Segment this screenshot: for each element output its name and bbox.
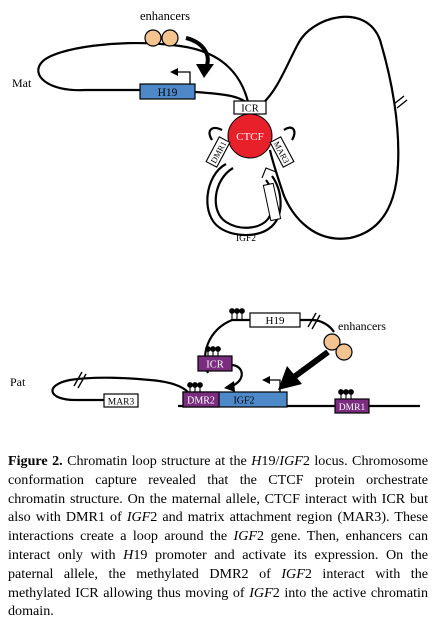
caption-figure-label: Figure 2. <box>8 453 63 469</box>
caption-text: Chromatin loop structure at the <box>62 453 252 469</box>
paternal-break-mark <box>311 314 321 330</box>
maternal-right-loop <box>261 15 400 240</box>
paternal-break-mark <box>73 371 83 387</box>
dmr2-methylation-marks <box>187 382 203 392</box>
methylation-marks <box>187 308 354 400</box>
paternal-icr-dmr2-arrowhead <box>224 381 235 392</box>
maternal-enhancer-arrowhead <box>196 64 214 78</box>
caption-italic: IGF <box>233 528 258 545</box>
ctcf-protein <box>227 113 273 159</box>
paternal-icr-label: ICR <box>206 360 224 371</box>
maternal-h19-box <box>139 83 196 100</box>
paternal-enhancer-arrowhead <box>278 366 302 390</box>
paternal-left-line <box>51 376 194 402</box>
caption-italic: IGF <box>281 565 305 582</box>
maternal-enhancers-label: enhancers <box>140 9 190 23</box>
caption-italic: H <box>251 453 262 469</box>
caption-text: 2 and matrix attachment region (MAR3). T… <box>8 509 429 545</box>
maternal-break-mark <box>396 99 408 109</box>
paternal-break-mark <box>307 312 317 328</box>
enhancer-bead <box>335 343 353 361</box>
caption-text: 2 gene. Then, enhancers can interact onl… <box>8 528 428 563</box>
chromatin-loop-figure: enhancers Mat H19 ICR CTCF DMR1 MAR3 IGF… <box>10 9 420 414</box>
paternal-mar3-box <box>103 393 139 408</box>
caption-text: 19 promoter and activate its expression.… <box>8 546 428 582</box>
maternal-igf2-label: IGF2 <box>236 234 256 244</box>
paternal-mar3-label: MAR3 <box>108 398 135 408</box>
igf2-loop-inner <box>214 167 275 229</box>
paternal-break-mark <box>77 373 87 389</box>
paternal-h19-right-line <box>300 318 335 333</box>
paternal-enhancers-label: enhancers <box>338 319 386 333</box>
figure-caption: Figure 2. Chromatin loop structure at th… <box>8 452 428 621</box>
enhancer-bead <box>323 333 341 351</box>
maternal-igf2-gene <box>262 182 282 222</box>
paternal-igf2-promoter-arrow <box>268 379 281 392</box>
maternal-mar3-connector <box>283 126 296 141</box>
caption-text: 2 locus. Chromosome conformation capture… <box>8 453 428 526</box>
maternal-break-mark <box>393 95 405 105</box>
paternal-icr-box <box>197 355 233 372</box>
maternal-enhancer-arrow <box>185 36 210 69</box>
paternal-enhancer-arrow <box>292 349 330 380</box>
paternal-allele-label: Pat <box>10 375 26 389</box>
maternal-icr-label: ICR <box>241 104 259 115</box>
paternal-dmr2-box <box>182 391 220 408</box>
igf2-loop-outer <box>206 163 282 237</box>
paternal-igf2-promoter-arrowhead <box>262 376 270 384</box>
icr-methylation-marks <box>205 346 221 356</box>
caption-italic: IGF <box>249 584 273 601</box>
caption-italic: IGF <box>126 509 151 526</box>
caption-italic: H <box>123 546 134 563</box>
ctcf-label: CTCF <box>236 131 264 143</box>
maternal-left-loop <box>37 42 252 113</box>
maternal-dmr1-box: DMR1 <box>205 136 231 168</box>
enhancer-bead <box>161 29 179 47</box>
paternal-igf2-label: IGF2 <box>233 396 254 407</box>
caption-text: 19/ <box>261 453 280 469</box>
paternal-dmr2-label: DMR2 <box>187 396 215 407</box>
maternal-allele-label: Mat <box>12 76 32 90</box>
h19-promoter-arrow <box>176 71 191 84</box>
caption-text: 2 into the active chromatin domain. <box>8 584 428 620</box>
paternal-dmr1-box <box>334 398 370 414</box>
paternal-h19-label: H19 <box>266 315 285 327</box>
caption-text: 2 interact with the methylated ICR allow… <box>8 565 428 601</box>
maternal-dmr1-connector <box>208 126 223 141</box>
h19-methylation-marks <box>229 308 245 320</box>
paternal-h19-box <box>249 312 301 328</box>
enhancer-bead <box>144 29 162 47</box>
maternal-h19-label: H19 <box>158 87 178 99</box>
caption-italic: IGF <box>279 453 303 469</box>
paternal-dmr1-label: DMR1 <box>339 403 366 413</box>
maternal-allele-diagram <box>37 15 408 240</box>
h19-promoter-arrowhead <box>170 68 178 76</box>
paternal-icr-dmr2-arrow <box>231 363 243 388</box>
maternal-igf2-promoter-arrow <box>261 167 277 179</box>
